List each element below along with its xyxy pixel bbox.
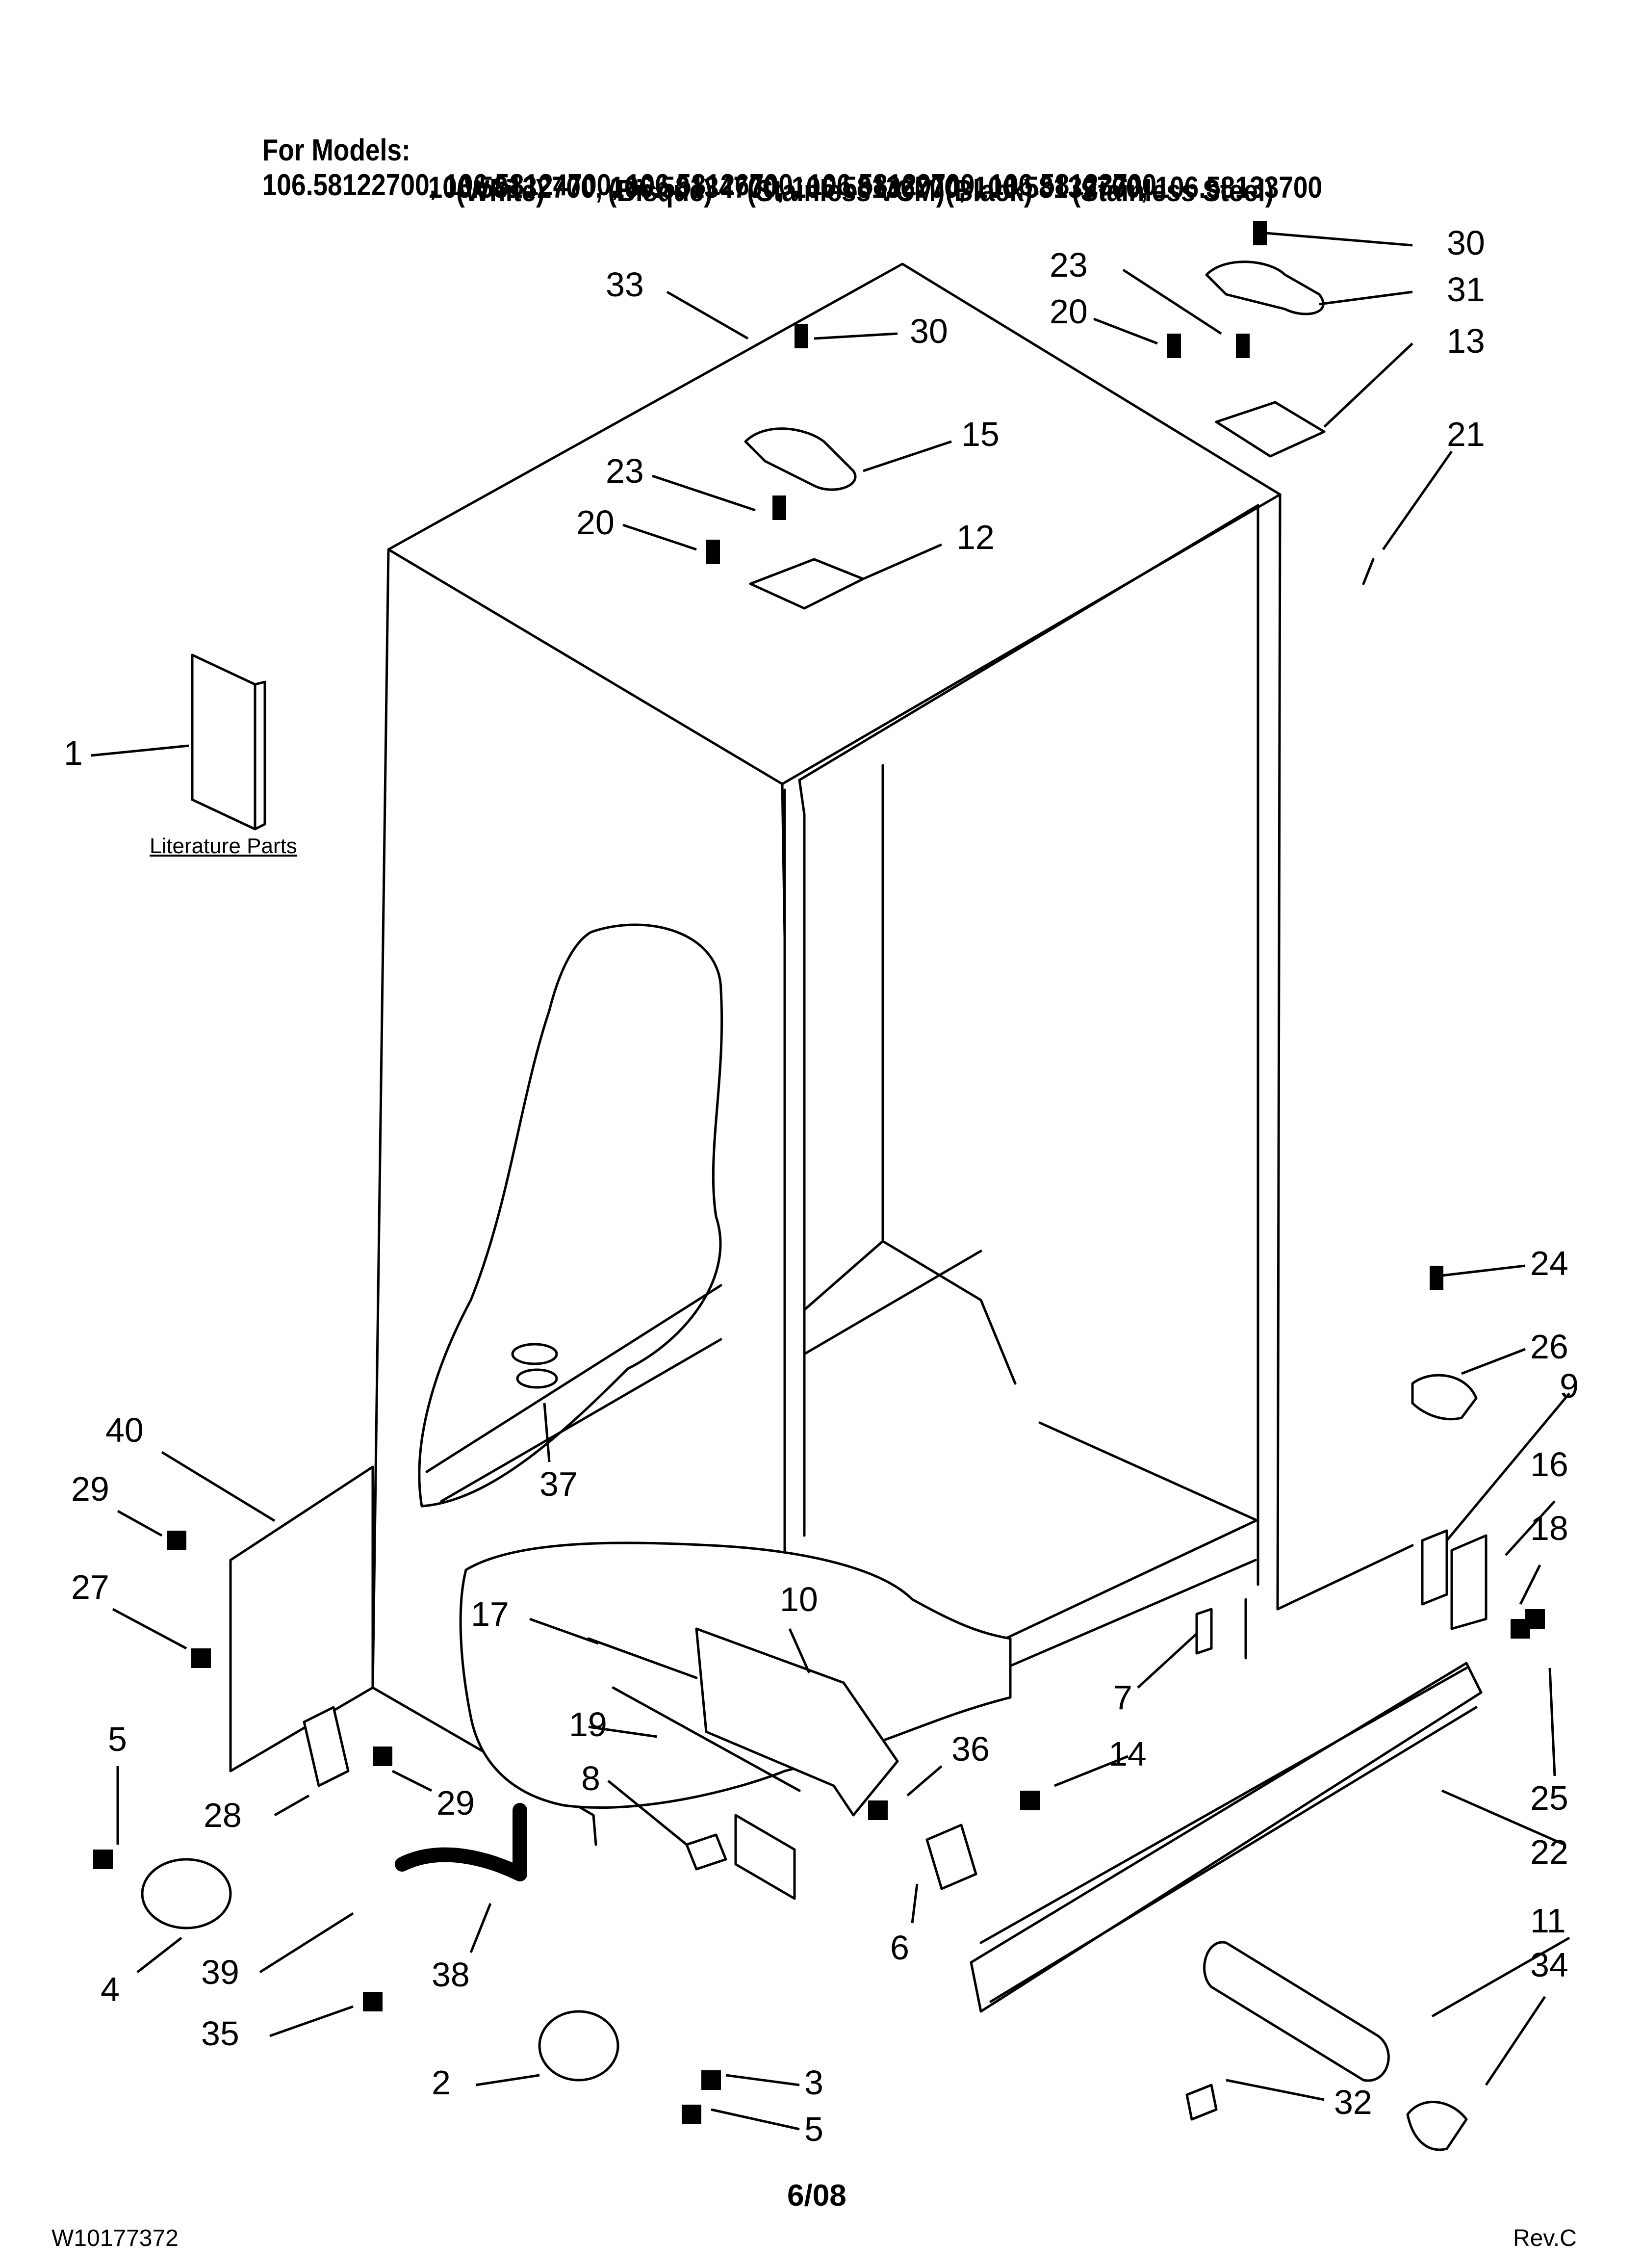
- revision-date: 6/08: [787, 2179, 847, 2213]
- callout-5a: 5: [108, 1720, 127, 1758]
- callout-32: 32: [1334, 2083, 1372, 2121]
- variant-black: (Black): [945, 174, 1033, 208]
- callout-23b: 23: [1050, 246, 1088, 284]
- callout-10: 10: [780, 1580, 818, 1618]
- callout-19: 19: [569, 1705, 607, 1744]
- model-list-row-2: 106.58132700, 106.58134700, 106.58136700…: [428, 171, 1323, 205]
- callout-17: 17: [471, 1595, 509, 1633]
- variant-bisque: (Bisque): [608, 174, 713, 208]
- callout-25: 25: [1530, 1779, 1568, 1817]
- roller-4-shape: [141, 1858, 232, 1929]
- callout-18: 18: [1530, 1509, 1568, 1547]
- leader-arrows: [90, 232, 1570, 2131]
- callout-4: 4: [101, 1970, 120, 2008]
- callout-14: 14: [1108, 1735, 1147, 1773]
- callout-16: 16: [1530, 1445, 1568, 1484]
- callout-22: 22: [1530, 1833, 1568, 1871]
- callout-30b: 30: [1447, 224, 1485, 262]
- callout-38: 38: [432, 1955, 470, 1994]
- literature-booklet: [191, 653, 257, 831]
- callout-15: 15: [961, 415, 1000, 453]
- water-valve-shape: [695, 1627, 899, 1817]
- callout-37: 37: [539, 1465, 578, 1503]
- literature-parts-label: Literature Parts: [150, 834, 297, 858]
- hinge-cover-right: [1205, 261, 1325, 315]
- callout-1: 1: [64, 734, 83, 772]
- hinge-cover-left: [744, 427, 857, 491]
- pin-21-shape: [1362, 558, 1375, 585]
- bracket-28-shape: [303, 1706, 350, 1787]
- clip-8-shape: [685, 1833, 727, 1871]
- base-grille-shape: [970, 1662, 1483, 2013]
- callout-33: 33: [606, 265, 644, 304]
- clip-32-shape: [1185, 2084, 1218, 2121]
- callout-23a: 23: [606, 452, 644, 490]
- screws: [93, 221, 1545, 2124]
- hinge-16-shape: [1450, 1534, 1488, 1630]
- callout-6: 6: [890, 1929, 909, 1967]
- callout-40: 40: [105, 1411, 144, 1449]
- revision-label: Rev.C: [1513, 2225, 1577, 2251]
- callout-39: 39: [201, 1953, 239, 1991]
- hinge-bracket-right: [1215, 401, 1326, 458]
- callout-31: 31: [1447, 270, 1485, 309]
- bracket-26-shape: [1411, 1374, 1478, 1421]
- water-filter-shape: [1203, 1941, 1390, 2082]
- callout-30a: 30: [910, 312, 948, 350]
- callout-26: 26: [1530, 1328, 1568, 1366]
- filter-cover-shape: [1406, 2101, 1468, 2151]
- cabinet-shell: [371, 262, 1414, 1846]
- callout-36: 36: [951, 1730, 990, 1768]
- callout-21: 21: [1447, 415, 1485, 453]
- callout-29b: 29: [436, 1784, 475, 1822]
- color-variants-row: (White) (Bisque) (Stainless VCM) (Black)…: [456, 174, 1468, 208]
- model-header-label: For Models:: [262, 133, 410, 167]
- tube-19-shape: [612, 1686, 801, 1792]
- callout-5b: 5: [804, 2110, 823, 2148]
- model-list-row-1: 106.58122700, 106.58124700, 106.58126700…: [262, 168, 1157, 202]
- callout-20b: 20: [1050, 292, 1088, 331]
- callout-8: 8: [581, 1759, 600, 1798]
- callout-3: 3: [804, 2063, 823, 2102]
- callout-35: 35: [201, 2014, 239, 2053]
- callout-20a: 20: [576, 503, 615, 542]
- tube-17-shape: [587, 1637, 698, 1679]
- variant-stainless-steel: (Stainless Steel): [1072, 174, 1274, 208]
- callout-34: 34: [1530, 1946, 1568, 1984]
- variant-white: (White): [456, 174, 545, 208]
- callout-24: 24: [1530, 1244, 1568, 1282]
- doc-number: W10177372: [51, 2225, 179, 2251]
- model-header: For Models: 106.58122700, 106.58124700, …: [248, 98, 1157, 203]
- grommet-37-shape: [511, 1343, 558, 1365]
- model-header-row-2: 106.58132700, 106.58134700, 106.58136700…: [413, 135, 1323, 205]
- callout-29a: 29: [71, 1470, 109, 1508]
- callout-28: 28: [204, 1796, 242, 1834]
- callout-12: 12: [956, 518, 995, 556]
- bracket-7-shape: [1195, 1608, 1213, 1655]
- clip-6-shape: [925, 1824, 977, 1890]
- drain-hose-shape: [395, 1803, 527, 1881]
- callout-9: 9: [1560, 1367, 1579, 1405]
- grille-shape: [229, 1465, 374, 1773]
- callout-7: 7: [1113, 1678, 1132, 1717]
- cutaway-left: [418, 923, 723, 1508]
- callout-11: 11: [1530, 1902, 1566, 1940]
- hinge-9-shape: [1421, 1529, 1448, 1606]
- roller-2-shape: [538, 2010, 619, 2082]
- callout-27: 27: [71, 1568, 109, 1606]
- callout-13: 13: [1447, 322, 1485, 360]
- variant-stainless-vcm: (Stainless VCM): [747, 174, 945, 208]
- callout-2: 2: [432, 2063, 451, 2102]
